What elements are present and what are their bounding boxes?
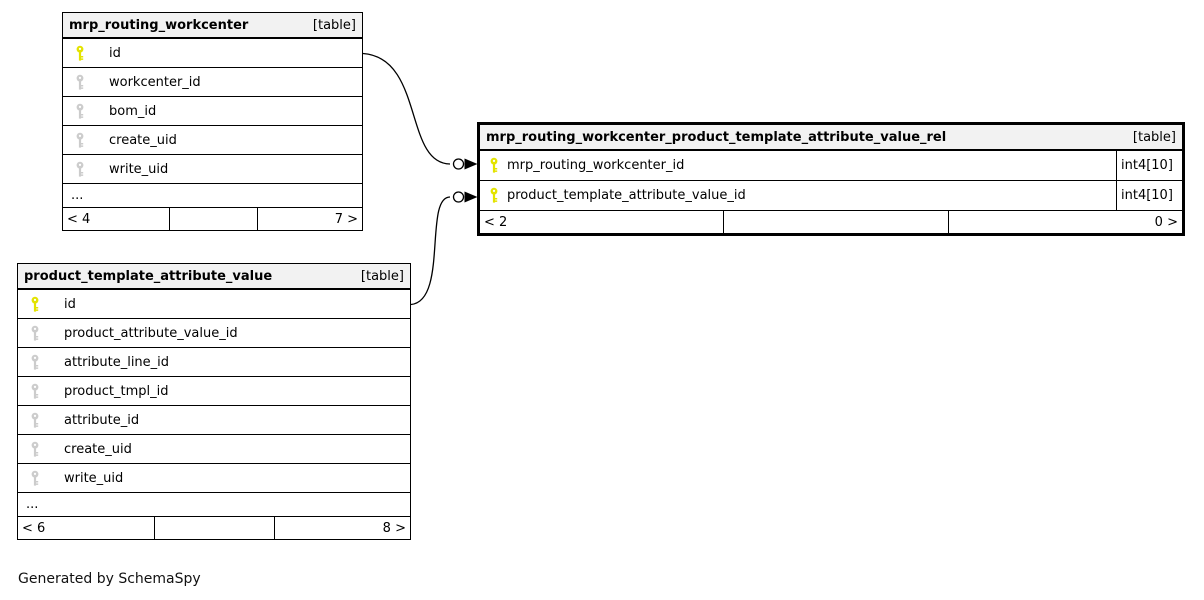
key-icon <box>31 441 39 457</box>
table-header[interactable]: mrp_routing_workcenter [table] <box>63 13 362 39</box>
children-count: 8 > <box>273 517 410 539</box>
column-row: create_uid <box>18 435 410 464</box>
column-row: attribute_line_id <box>18 348 410 377</box>
edge-circle-terminator <box>452 158 465 170</box>
key-icon <box>31 354 39 370</box>
primary-key-icon <box>31 296 39 312</box>
table-footer: < 4 7 > <box>63 208 362 230</box>
key-icon <box>76 132 84 148</box>
column-type: int4[10] <box>1116 151 1182 180</box>
generator-note: Generated by SchemaSpy <box>18 571 201 587</box>
edge-arrowhead <box>464 158 478 170</box>
primary-key-icon <box>76 45 84 61</box>
primary-key-icon <box>490 187 498 203</box>
footer-spacer <box>168 208 258 230</box>
table-header[interactable]: mrp_routing_workcenter_product_template_… <box>480 125 1182 151</box>
column-row: id <box>18 290 410 319</box>
column-row: product_tmpl_id <box>18 377 410 406</box>
column-row: workcenter_id <box>63 68 362 97</box>
key-icon <box>31 383 39 399</box>
column-row: id <box>63 39 362 68</box>
column-name: attribute_line_id <box>64 354 170 370</box>
column-name: product_tmpl_id <box>64 383 169 399</box>
key-icon <box>76 161 84 177</box>
column-row: mrp_routing_workcenter_id int4[10] <box>480 151 1182 181</box>
column-row: product_template_attribute_value_id int4… <box>480 181 1182 211</box>
table-title[interactable]: product_template_attribute_value <box>24 268 273 284</box>
table-title[interactable]: mrp_routing_workcenter_product_template_… <box>486 129 947 145</box>
children-count: 0 > <box>947 211 1182 233</box>
column-type: int4[10] <box>1116 181 1182 210</box>
table-footer: < 2 0 > <box>480 211 1182 233</box>
column-name: create_uid <box>64 441 132 457</box>
table-title[interactable]: mrp_routing_workcenter <box>69 17 249 33</box>
column-row: write_uid <box>63 155 362 184</box>
key-icon <box>31 325 39 341</box>
column-name: mrp_routing_workcenter_id <box>507 158 685 173</box>
column-name: write_uid <box>109 161 169 177</box>
column-row: product_attribute_value_id <box>18 319 410 348</box>
key-icon <box>76 103 84 119</box>
key-icon <box>76 74 84 90</box>
relationship-edge-attribute-value <box>410 196 451 306</box>
column-name: workcenter_id <box>109 74 201 90</box>
column-row: attribute_id <box>18 406 410 435</box>
relationship-edge-workcenter <box>362 52 451 165</box>
table-badge: [table] <box>1132 129 1176 145</box>
column-row: write_uid <box>18 464 410 493</box>
table-node-mrp-routing-workcenter[interactable]: mrp_routing_workcenter [table] id workce… <box>62 12 363 231</box>
column-row: bom_id <box>63 97 362 126</box>
key-icon <box>31 412 39 428</box>
column-name: product_template_attribute_value_id <box>507 188 746 203</box>
parents-count: < 2 <box>484 214 508 230</box>
parents-count: < 4 <box>67 211 91 227</box>
column-row: create_uid <box>63 126 362 155</box>
footer-spacer <box>722 211 948 233</box>
column-name: id <box>109 45 121 61</box>
column-name: write_uid <box>64 470 124 486</box>
children-count: 7 > <box>257 208 362 230</box>
table-footer: < 6 8 > <box>18 517 410 539</box>
parents-count: < 6 <box>22 520 46 536</box>
key-icon <box>31 470 39 486</box>
column-name: id <box>64 296 76 312</box>
hidden-columns-ellipsis: ... <box>63 184 362 208</box>
column-name: bom_id <box>109 103 157 119</box>
table-header[interactable]: product_template_attribute_value [table] <box>18 264 410 290</box>
column-name: create_uid <box>109 132 177 148</box>
table-node-mrp-routing-workcenter-product-template-attribute-value-rel[interactable]: mrp_routing_workcenter_product_template_… <box>477 122 1185 236</box>
column-name: product_attribute_value_id <box>64 325 238 341</box>
footer-spacer <box>154 517 274 539</box>
hidden-columns-ellipsis: ... <box>18 493 410 517</box>
table-node-product-template-attribute-value[interactable]: product_template_attribute_value [table]… <box>17 263 411 540</box>
edge-circle-terminator <box>452 191 465 203</box>
table-badge: [table] <box>312 17 356 33</box>
edge-arrowhead <box>464 191 478 203</box>
table-badge: [table] <box>360 268 404 284</box>
column-name: attribute_id <box>64 412 140 428</box>
primary-key-icon <box>490 157 498 173</box>
